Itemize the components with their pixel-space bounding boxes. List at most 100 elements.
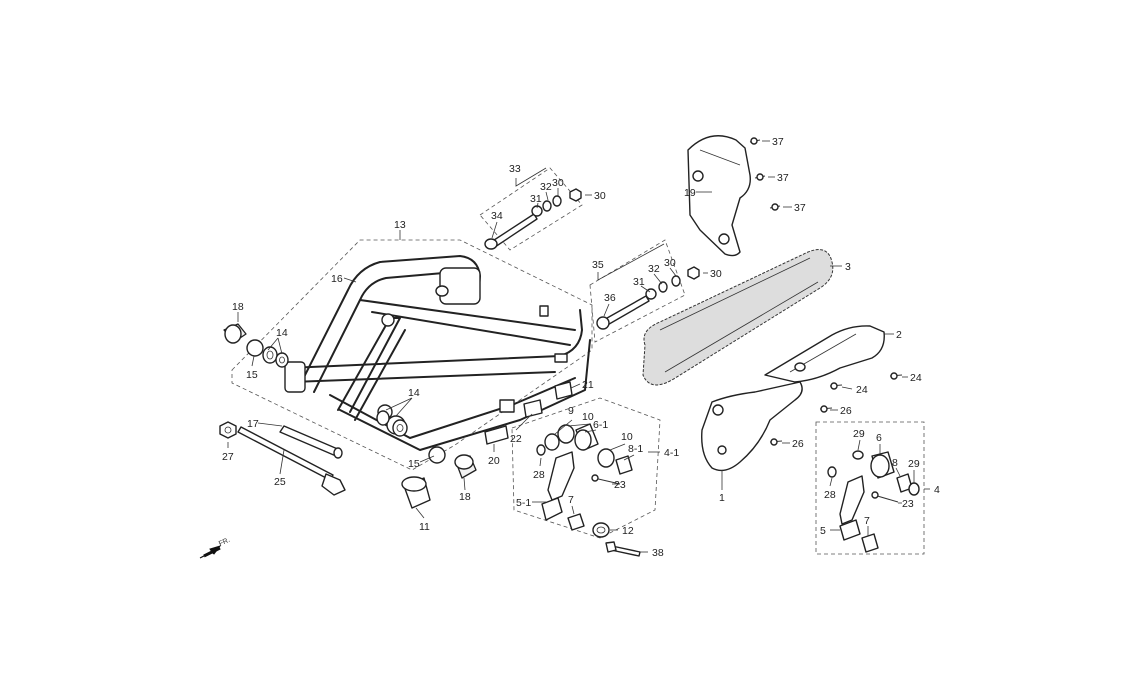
bushing-18-bottom: [454, 454, 477, 479]
pivot-tube-17: [279, 425, 343, 459]
washer-32-b: [658, 281, 668, 293]
callout-29-a: 29: [853, 428, 865, 440]
collar-15-right: [428, 446, 446, 464]
screw-37-b: [754, 173, 766, 181]
nut-30-d: [687, 266, 700, 280]
callout-23-b: 23: [902, 498, 914, 510]
callout-17: 17: [247, 418, 259, 430]
screw-37-a: [749, 137, 761, 145]
screw-24-a: [829, 382, 843, 390]
slider-arm-5: [839, 475, 865, 541]
clip-12: [592, 522, 610, 538]
callout-23-a: 23: [614, 479, 626, 491]
callout-30-b: 30: [594, 190, 606, 202]
bearing-10-a: [557, 424, 575, 444]
callout-labels: 37 37 37 19 3 33 32 30 30 31 34 35 32 30…: [222, 136, 940, 559]
callout-37-c: 37: [794, 202, 806, 214]
front-label: FR.: [218, 537, 231, 548]
nut-30-c: [671, 275, 681, 287]
roller-7-b: [861, 533, 879, 553]
callout-1: 1: [719, 492, 725, 504]
callout-35: 35: [592, 259, 604, 271]
pivot-bolt-25: [237, 426, 346, 496]
bearing-14-right: [376, 410, 408, 437]
bushing-11: [401, 476, 431, 509]
callout-7-b: 7: [864, 515, 870, 527]
washer-29-a: [852, 450, 864, 460]
callout-19: 19: [684, 187, 696, 199]
washer-32-a: [542, 200, 552, 212]
washer-29-b: [908, 482, 920, 496]
callout-30-c: 30: [664, 257, 676, 269]
callout-11: 11: [419, 521, 430, 533]
callout-37-a: 37: [772, 136, 784, 148]
callout-22: 22: [510, 433, 522, 445]
callout-7-a: 7: [568, 494, 574, 506]
nut-30-b: [569, 188, 582, 202]
chain-guard-19: [687, 135, 751, 257]
callout-26-b: 26: [792, 438, 804, 450]
callout-21: 21: [582, 379, 594, 391]
callout-28-a: 28: [533, 469, 545, 481]
callout-2: 2: [896, 329, 902, 341]
callout-27: 27: [222, 451, 234, 463]
group-outline-33: [479, 167, 583, 251]
callout-31-b: 31: [633, 276, 645, 288]
callout-32-b: 32: [648, 263, 660, 275]
callout-28-b: 28: [824, 489, 836, 501]
label-plate-21: [554, 381, 573, 400]
bolt-38: [605, 541, 641, 557]
drive-chain-3: [642, 249, 834, 386]
callout-36: 36: [604, 292, 616, 304]
callout-5-1: 5-1: [516, 497, 531, 509]
callout-30-a: 30: [552, 177, 564, 189]
chain-slider-bolt-34: [484, 213, 538, 250]
callout-12: 12: [622, 525, 634, 537]
bolt-23-b: [871, 491, 899, 503]
callout-10-a: 10: [582, 411, 594, 423]
callout-10-b: 10: [621, 431, 633, 443]
bushing-18-left: [223, 323, 247, 344]
label-plate-20: [484, 425, 509, 445]
label-plate-22: [523, 399, 543, 418]
callout-25: 25: [274, 476, 286, 488]
roller-6: [870, 451, 895, 479]
nut-27: [219, 421, 237, 439]
callout-31-a: 31: [530, 193, 542, 205]
callout-18-a: 18: [232, 301, 244, 313]
screw-26-a: [819, 405, 833, 413]
callout-18-b: 18: [459, 491, 471, 503]
adjuster-bolt-36: [596, 295, 650, 330]
chain-case-1: [701, 381, 803, 472]
callout-4: 4: [934, 484, 940, 496]
front-direction-marker: FR.: [199, 537, 231, 559]
callout-9: 9: [568, 405, 574, 417]
callout-14-a: 14: [276, 327, 288, 339]
screw-37-c: [769, 203, 781, 211]
callout-15-b: 15: [408, 458, 420, 470]
nut-28-a: [536, 444, 546, 456]
collar-8-1: [615, 455, 633, 475]
callout-37-b: 37: [777, 172, 789, 184]
swingarm-frame: [284, 255, 591, 451]
callout-3: 3: [845, 261, 851, 273]
callout-14-b: 14: [408, 387, 420, 399]
callout-16: 16: [331, 273, 343, 285]
callout-5: 5: [820, 525, 826, 537]
callout-24-b: 24: [910, 372, 922, 384]
group-outline-35: [589, 239, 686, 343]
washer-31-b: [645, 288, 657, 300]
callout-34: 34: [491, 210, 503, 222]
callout-33: 33: [509, 163, 521, 175]
callout-20: 20: [488, 455, 500, 467]
callout-26-a: 26: [840, 405, 852, 417]
callout-8-1: 8-1: [628, 443, 643, 455]
bearing-10-b: [597, 448, 615, 468]
screw-24-b: [889, 372, 903, 380]
leader-lines: [227, 140, 930, 553]
callout-15-a: 15: [246, 369, 258, 381]
callout-8: 8: [892, 457, 898, 469]
chain-case-2: [764, 325, 885, 383]
bolt-23-a: [591, 474, 621, 485]
